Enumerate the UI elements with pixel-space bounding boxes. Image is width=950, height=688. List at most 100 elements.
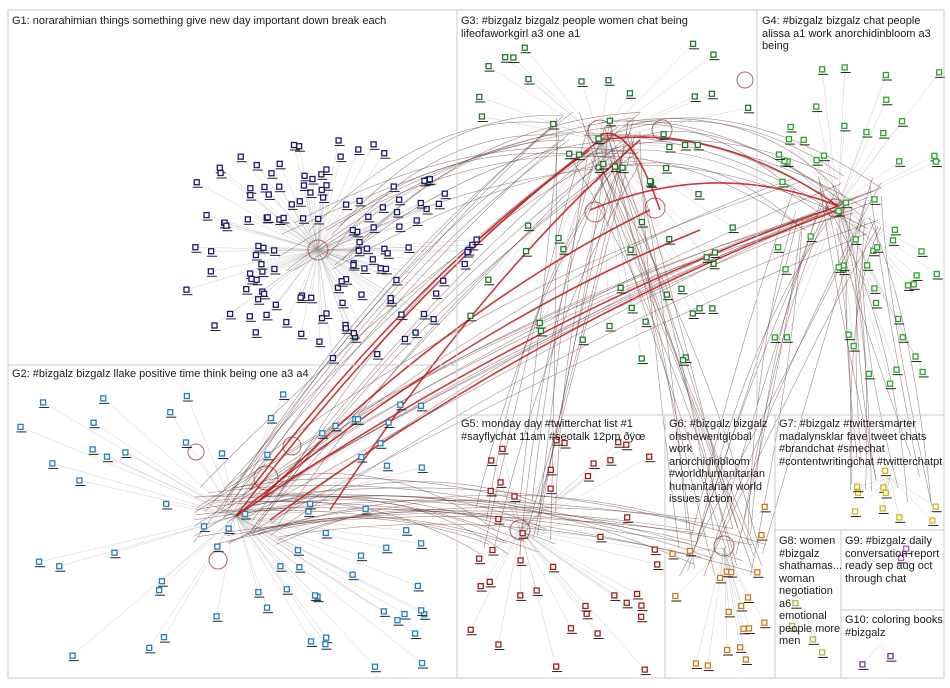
node [892, 227, 897, 232]
node [419, 541, 424, 546]
node [880, 506, 885, 511]
node [607, 324, 612, 329]
node [642, 667, 647, 672]
group-label-g5: G5: monday day #twitterchat list #1 #say… [461, 418, 657, 443]
node [259, 262, 264, 267]
node [419, 465, 424, 470]
node [406, 245, 411, 250]
node [551, 122, 556, 127]
node [556, 236, 561, 241]
edge [226, 226, 318, 250]
node [741, 626, 746, 631]
node [357, 240, 362, 245]
node [323, 642, 328, 647]
node [612, 593, 617, 598]
edge [318, 250, 377, 354]
node [320, 431, 325, 436]
node [404, 528, 409, 533]
node [888, 654, 893, 659]
edge [838, 161, 899, 206]
node [212, 323, 217, 328]
node [269, 171, 274, 176]
node [639, 603, 644, 608]
node [370, 257, 375, 262]
node [462, 262, 467, 267]
node [224, 223, 229, 228]
node [371, 225, 376, 230]
node [413, 330, 418, 335]
node [693, 661, 698, 666]
node [478, 584, 483, 589]
node [41, 400, 46, 405]
node [894, 367, 899, 372]
node [814, 158, 819, 163]
node [289, 202, 294, 207]
node [526, 223, 531, 228]
edge-cross [688, 194, 835, 571]
node [522, 45, 527, 50]
group-label-g10: G10: coloring books #bizgalz [845, 614, 943, 639]
node [920, 369, 925, 374]
node [598, 534, 603, 539]
node [583, 603, 588, 608]
node [743, 657, 748, 662]
node [896, 316, 901, 321]
node [266, 192, 271, 197]
node [249, 276, 254, 281]
edge [318, 187, 394, 250]
node [680, 358, 685, 363]
edge [696, 548, 724, 664]
node [897, 515, 902, 520]
node [726, 609, 731, 614]
group-label-g1: G1: norarahimian things something give n… [12, 15, 452, 28]
node [193, 245, 198, 250]
node [933, 159, 938, 164]
node [219, 451, 224, 456]
node [359, 292, 364, 297]
node [323, 531, 328, 536]
node [526, 77, 531, 82]
edge-cross [642, 131, 827, 188]
node [356, 248, 361, 253]
node [500, 446, 505, 451]
node [788, 124, 793, 129]
node [364, 246, 369, 251]
node [101, 396, 106, 401]
node [762, 620, 767, 625]
edge [520, 530, 657, 564]
node [496, 517, 501, 522]
edge [301, 250, 318, 334]
node [842, 123, 847, 128]
node [718, 575, 723, 580]
node [395, 210, 400, 215]
node [537, 320, 542, 325]
edge [264, 187, 318, 250]
node [388, 296, 393, 301]
node [201, 524, 206, 529]
self-loop [209, 551, 227, 569]
node [866, 371, 871, 376]
node [112, 550, 117, 555]
node [739, 603, 744, 608]
edge [73, 516, 236, 656]
node [585, 474, 590, 479]
node [477, 94, 482, 99]
edge [318, 250, 465, 264]
node [846, 332, 851, 337]
edge [498, 530, 520, 645]
node [427, 177, 432, 182]
node [776, 152, 781, 157]
node [890, 238, 895, 243]
node [639, 220, 644, 225]
node [486, 277, 491, 282]
self-loop [585, 202, 605, 222]
node [261, 245, 266, 250]
node [783, 267, 788, 272]
node [601, 162, 606, 167]
node [306, 509, 311, 514]
node [168, 410, 173, 415]
node [104, 454, 109, 459]
node [520, 531, 525, 536]
node [670, 551, 675, 556]
node [248, 193, 253, 198]
